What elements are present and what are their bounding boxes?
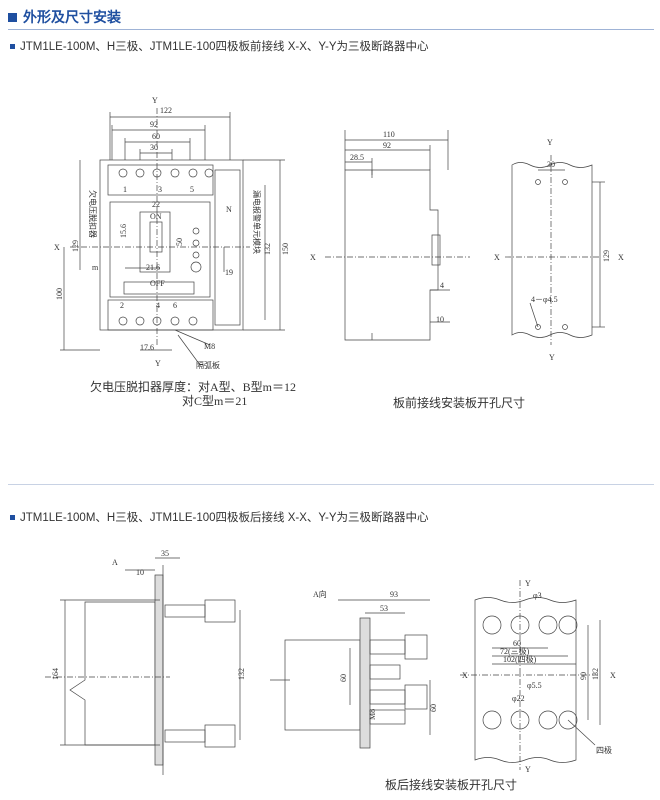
dim-129: 129: [602, 250, 611, 262]
section-divider: [8, 484, 654, 485]
subtitle-rear-text: JTM1LE-100M、H三极、JTM1LE-100四极板后接线 X-X、Y-Y…: [20, 512, 429, 524]
dim-35: 35: [161, 549, 169, 558]
label-m8: M8: [204, 342, 215, 351]
terminal-6: 6: [173, 301, 177, 310]
axis-y-bottom-label: Y: [525, 765, 531, 774]
caption-undervoltage-thickness: 欠电压脱扣器厚度：对A型、B型m＝12: [90, 379, 296, 394]
dim-93: 93: [390, 590, 398, 599]
caption-undervoltage-c-type: 对C型m＝21: [182, 394, 247, 408]
dim-30: 30: [547, 160, 555, 169]
label-undervoltage: 欠电压脱扣器: [88, 190, 98, 238]
dim-60-left: 60: [339, 674, 348, 682]
axis-x-right-label: X: [618, 253, 624, 262]
terminal-1: 1: [123, 185, 127, 194]
terminal-2: 2: [120, 301, 124, 310]
dim-phi-3: φ3: [533, 591, 542, 600]
header-divider: [8, 29, 654, 30]
label-off: OFF: [150, 279, 165, 288]
axis-x-mid-label: X: [494, 253, 500, 262]
section-header: 外形及尺寸安装: [8, 6, 121, 28]
label-barrier: 隔弧板: [196, 360, 220, 370]
dim-100: 100: [55, 288, 64, 300]
dim-92: 92: [150, 120, 158, 129]
dim-60-right: 60: [429, 704, 438, 712]
dim-132: 132: [263, 243, 272, 255]
label-four-pole: 四极: [596, 745, 612, 755]
dim-132: 132: [237, 668, 246, 680]
axis-x-right-label: X: [610, 671, 616, 680]
dim-m: m: [92, 263, 99, 272]
dim-60: 60: [152, 132, 160, 141]
dim-phi-22: φ22: [512, 694, 525, 703]
axis-x-label: X: [54, 243, 60, 252]
subtitle-rear-wiring: JTM1LE-100M、H三极、JTM1LE-100四极板后接线 X-X、Y-Y…: [10, 509, 429, 525]
dim-102-four-pole: 102(四极): [503, 654, 537, 664]
dim-17-6: 17.6: [140, 343, 154, 352]
label-a-view: A向: [313, 589, 327, 599]
section-title: 外形及尺寸安装: [23, 9, 121, 25]
caption-front-cutout: 板前接线安装板开孔尺寸: [393, 395, 525, 410]
dim-hole-4-phi-4-5: 4－φ4.5: [531, 295, 558, 304]
label-on: ON: [150, 212, 162, 221]
dim-92: 92: [383, 141, 391, 150]
dim-21-6: 21.6: [146, 263, 160, 272]
axis-y-top-label: Y: [547, 138, 553, 147]
dim-22: 22: [152, 200, 160, 209]
axis-y-label: Y: [152, 96, 158, 105]
dim-50: 50: [175, 238, 184, 246]
axis-y-top-label: Y: [525, 579, 531, 588]
dim-4: 4: [440, 281, 444, 290]
subtitle-front-text: JTM1LE-100M、H三极、JTM1LE-100四极板前接线 X-X、Y-Y…: [20, 41, 429, 53]
axis-y-bottom-label: Y: [549, 353, 555, 362]
dim-15-6: 15.6: [119, 224, 128, 238]
terminal-n: N: [226, 205, 232, 214]
dim-129: 129: [71, 240, 80, 252]
dim-122: 122: [160, 106, 172, 115]
bullet-icon: [10, 515, 15, 521]
dim-phi-5-5: φ5.5: [527, 681, 542, 690]
dim-28-5: 28.5: [350, 153, 364, 162]
dim-72-three-pole: 72(三极): [500, 646, 530, 656]
dim-30: 30: [150, 143, 158, 152]
label-leakage-module: 漏电报警单元模块: [252, 190, 262, 254]
header-square-icon: [8, 12, 17, 22]
dim-164: 164: [51, 668, 60, 680]
dim-110: 110: [383, 130, 395, 139]
label-m8: M8: [368, 709, 377, 720]
terminal-3: 3: [158, 185, 162, 194]
dim-132-cutout: 132: [591, 668, 600, 680]
dim-19: 19: [225, 268, 233, 277]
axis-x-left-label: X: [462, 671, 468, 680]
dim-90: 90: [579, 672, 588, 680]
terminal-5: 5: [190, 185, 194, 194]
caption-rear-cutout: 板后接线安装板开孔尺寸: [385, 777, 517, 792]
dim-10: 10: [136, 568, 144, 577]
subtitle-front-wiring: JTM1LE-100M、H三极、JTM1LE-100四极板前接线 X-X、Y-Y…: [10, 38, 429, 54]
axis-y-bottom-label: Y: [155, 359, 161, 368]
axis-x-left-label: X: [310, 253, 316, 262]
terminal-4: 4: [156, 301, 160, 310]
dim-53: 53: [380, 604, 388, 613]
view-a-arrow-label: A: [112, 558, 118, 567]
dim-60-cutout: 60: [513, 639, 521, 648]
dim-150: 150: [281, 243, 290, 255]
bullet-icon: [10, 44, 15, 50]
dim-10: 10: [436, 315, 444, 324]
